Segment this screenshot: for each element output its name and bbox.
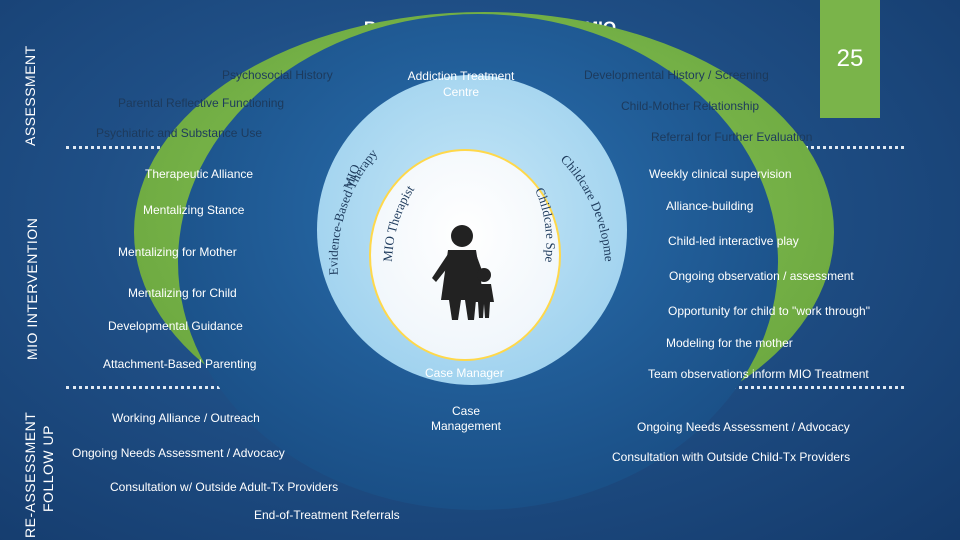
left-item: Therapeutic Alliance [145,167,254,181]
case-manager-label: Case Manager [425,366,504,380]
page-number-badge: 25 [820,0,880,118]
right-item: Consultation with Outside Child-Tx Provi… [612,450,851,464]
case-management-label: Case Management [430,404,502,433]
left-item: Consultation w/ Outside Adult-Tx Provide… [110,480,339,494]
right-item: Alliance-building [666,199,754,213]
left-item: Mentalizing for Mother [118,245,237,259]
left-item: Working Alliance / Outreach [112,411,260,425]
right-item: Weekly clinical supervision [649,167,792,181]
top-center-label: Addiction Treatment Centre [407,69,515,99]
left-item: Developmental Guidance [108,319,243,333]
left-item: Attachment-Based Parenting [103,357,257,371]
left-item: Psychosocial History [222,68,333,82]
right-item: Child-led interactive play [668,234,799,248]
left-item: Ongoing Needs Assessment / Advocacy [72,446,285,460]
right-item: Team observations inform MIO Treatment [648,367,869,381]
left-item: Mentalizing Stance [143,203,245,217]
left-item: Psychiatric and Substance Use [96,126,263,140]
left-item: Parental Reflective Functioning [118,96,285,110]
right-item: Opportunity for child to "work through" [668,304,870,318]
right-item: Child-Mother Relationship [621,99,760,113]
right-item: Developmental History / Screening [584,68,769,82]
right-item: Referral for Further Evaluation [651,130,813,144]
right-item: Modeling for the mother [666,336,793,350]
right-item: Ongoing observation / assessment [669,269,854,283]
left-item: Mentalizing for Child [128,286,237,300]
mother-child-icon [432,225,494,320]
right-item: Ongoing Needs Assessment / Advocacy [637,420,850,434]
left-item: End-of-Treatment Referrals [254,508,400,522]
